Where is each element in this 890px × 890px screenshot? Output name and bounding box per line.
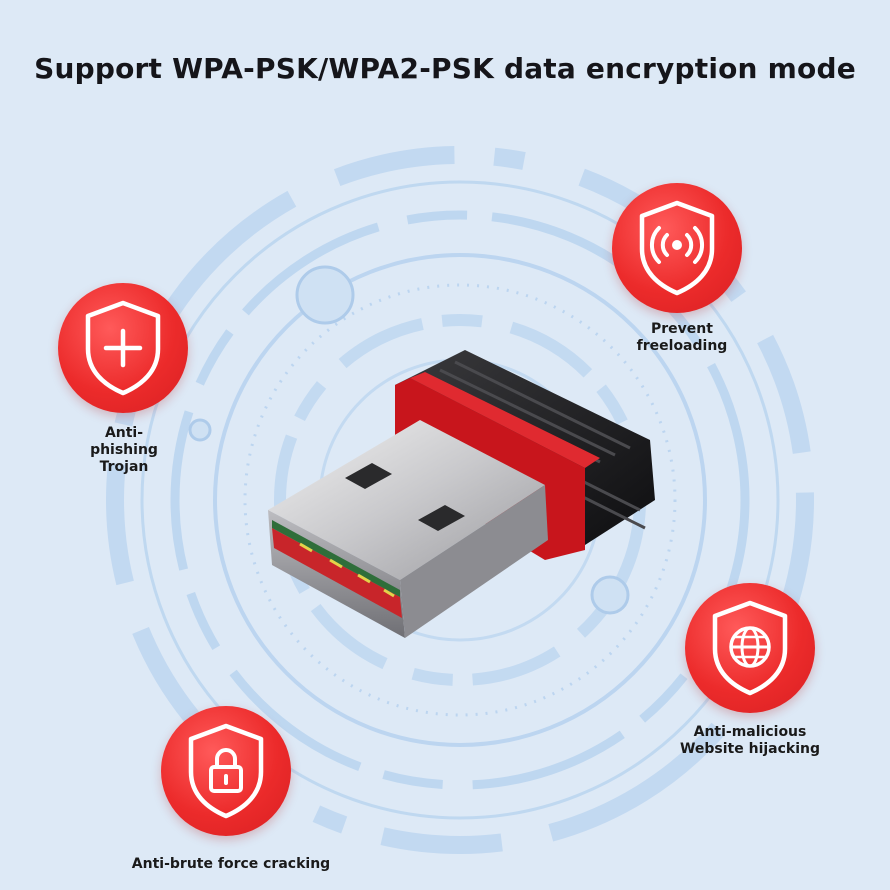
ring-node <box>295 265 355 325</box>
usb-plug-hole <box>418 505 465 531</box>
shield-wifi-signal-icon <box>639 200 715 296</box>
feature-label-line: phishing <box>90 442 158 458</box>
shield-plus-icon <box>85 300 161 396</box>
usb-pins <box>299 542 395 598</box>
badge <box>685 583 815 713</box>
feature-label-line: Anti-malicious <box>693 724 807 740</box>
ring-outer-dashed <box>106 146 814 854</box>
usb-plug-hole <box>345 463 392 489</box>
feature-label-line: Anti- <box>104 425 144 441</box>
feature-label: Anti-malicious Website hijacking <box>655 724 845 758</box>
feature-label-line: Trojan <box>99 459 149 475</box>
ring-mid-dashed <box>170 210 750 790</box>
ring-outer-thin <box>140 180 780 820</box>
badge <box>612 183 742 313</box>
usb-plug-top <box>268 420 545 580</box>
badge <box>58 283 188 413</box>
feature-label-line: Prevent <box>651 321 713 337</box>
feature-label-line: Anti-brute force cracking <box>131 856 331 872</box>
ring-mid <box>213 253 707 747</box>
ring-node <box>188 418 212 442</box>
shield-lock-icon <box>188 723 264 819</box>
headline: Support WPA-PSK/WPA2-PSK data encryption… <box>34 52 856 85</box>
shield-globe-icon <box>712 600 788 696</box>
ring-node <box>590 575 630 615</box>
feature-label-line: Website hijacking <box>679 741 821 757</box>
feature-label: Prevent freeloading <box>617 321 747 355</box>
feature-label-line: freeloading <box>636 338 728 354</box>
usb-plug-insert <box>272 528 402 618</box>
badge <box>161 706 291 836</box>
feature-label: Anti- phishing Trojan <box>74 425 174 476</box>
feature-label: Anti-brute force cracking <box>126 856 336 873</box>
ring-inner-dotted <box>243 283 677 717</box>
